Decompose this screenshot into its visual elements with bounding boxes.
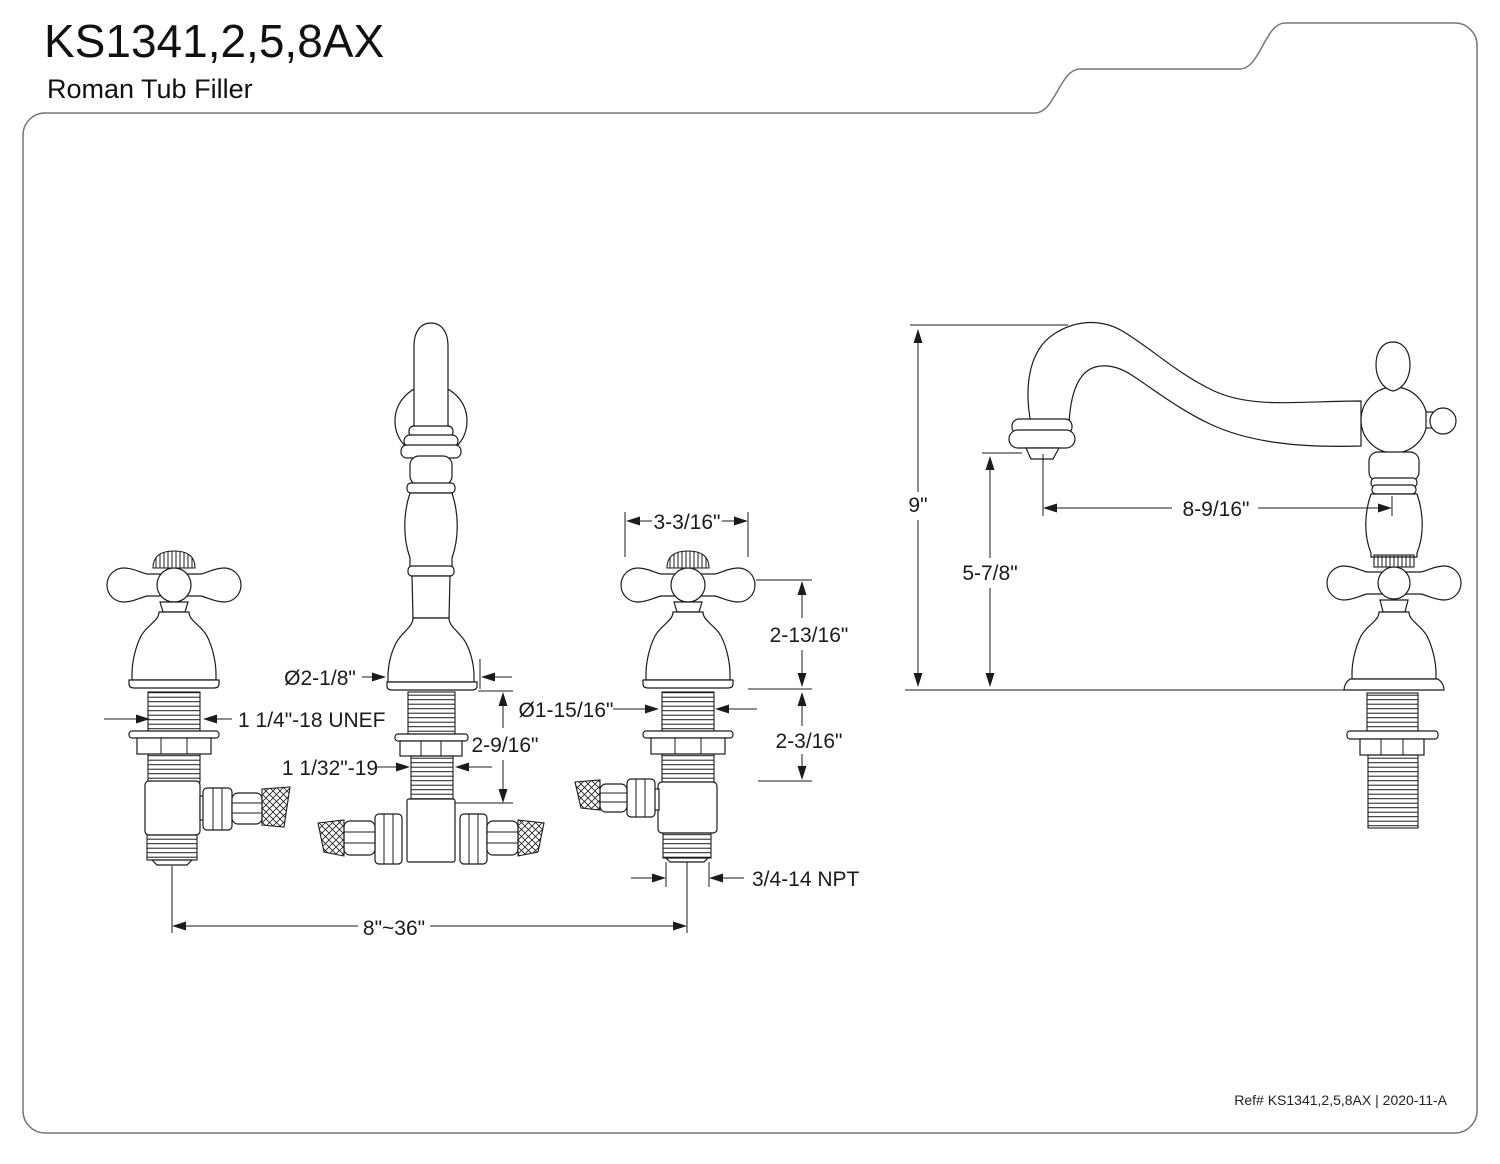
footer-reference: Ref# KS1341,2,5,8AX | 2020-11-A [1234, 1092, 1447, 1108]
label-backgrounds [358, 493, 1254, 939]
page-title-model: KS1341,2,5,8AX [44, 15, 385, 67]
dim-outlet-thread: 3/4-14 NPT [752, 868, 860, 891]
dimension-labels: 3-3/16" Ø2-1/8" 1 1/4"-18 UNEF 1 1/32"-1… [238, 494, 1250, 940]
sheet-border [22, 22, 1478, 1134]
dim-valve-shank-length: 2-3/16" [776, 730, 843, 753]
dim-spout-shank-length: 2-9/16" [472, 734, 539, 757]
center-spout-view [317, 322, 545, 865]
right-valve-view [574, 551, 755, 933]
dim-valve-shank-diameter: Ø1-15/16" [518, 699, 613, 722]
dim-handle-height: 2-13/16" [770, 624, 849, 647]
dim-spout-outlet-height: 5-7/8" [962, 562, 1017, 585]
dim-faucet-spread: 8"~36" [363, 917, 425, 940]
left-valve-view [107, 551, 291, 933]
dim-shank-thread: 1 1/4"-18 UNEF [238, 709, 386, 732]
dim-handle-width: 3-3/16" [654, 511, 721, 534]
dim-spout-height: 9" [908, 494, 927, 517]
page-subtitle-product: Roman Tub Filler [47, 74, 253, 104]
dim-valve-lower-thread: 1 1/32"-19 [282, 757, 378, 780]
dim-spout-reach: 8-9/16" [1183, 498, 1250, 521]
dim-spout-base-diameter: Ø2-1/8" [284, 667, 356, 690]
dimension-annotations [104, 324, 1393, 931]
